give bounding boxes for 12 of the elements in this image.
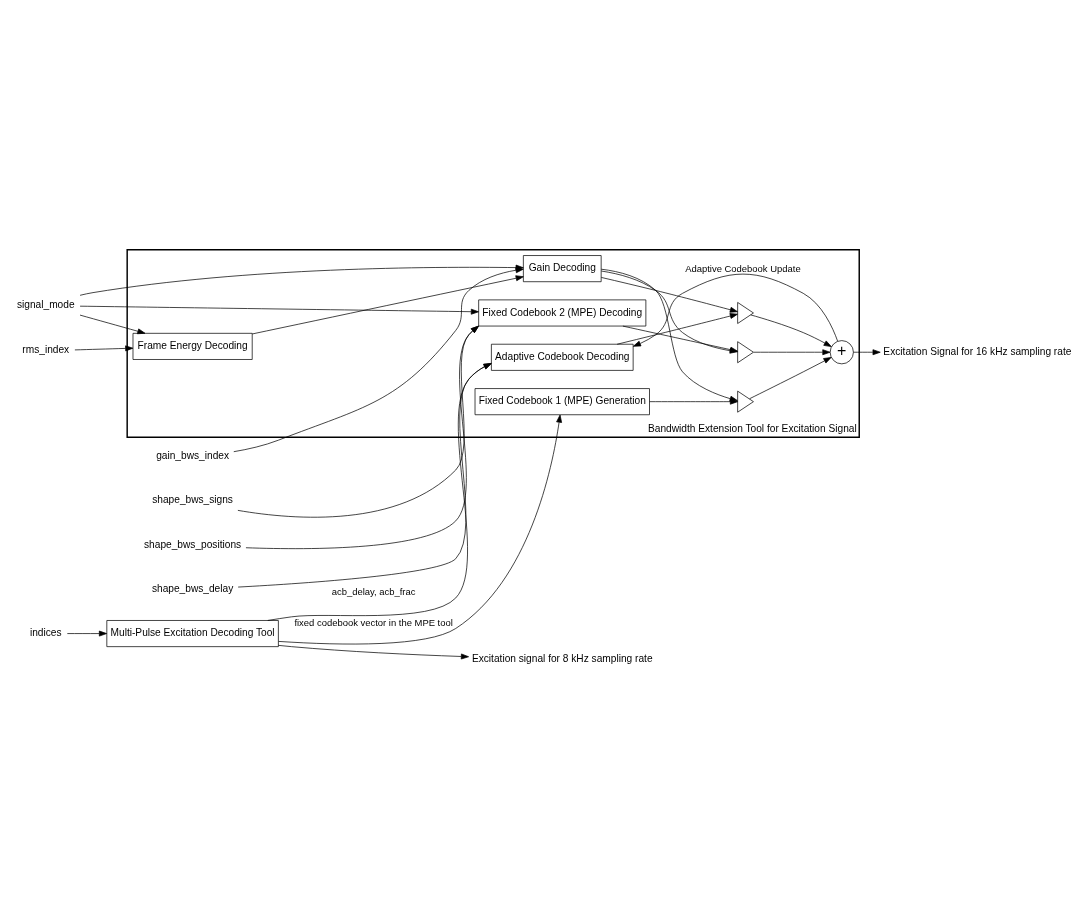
node-text: signal_mode <box>16 299 75 311</box>
node-text: Excitation Signal for 16 kHz sampling rate <box>883 345 1072 357</box>
edge-label: acb_delay, acb_frac <box>331 586 416 598</box>
edge-label: Adaptive Codebook Update <box>685 262 801 274</box>
node-text: gain_bws_index <box>156 449 230 461</box>
node-text: shape_bws_positions <box>144 538 242 550</box>
node-text: indices <box>29 627 62 639</box>
node-text: shape_bws_delay <box>151 582 234 594</box>
edge-label: fixed codebook vector in the MPE tool <box>294 616 453 628</box>
node-text: rms_index <box>22 344 70 356</box>
node-text: Excitation signal for 8 kHz sampling rate <box>471 652 653 664</box>
node-text: shape_bws_signs <box>152 494 233 506</box>
